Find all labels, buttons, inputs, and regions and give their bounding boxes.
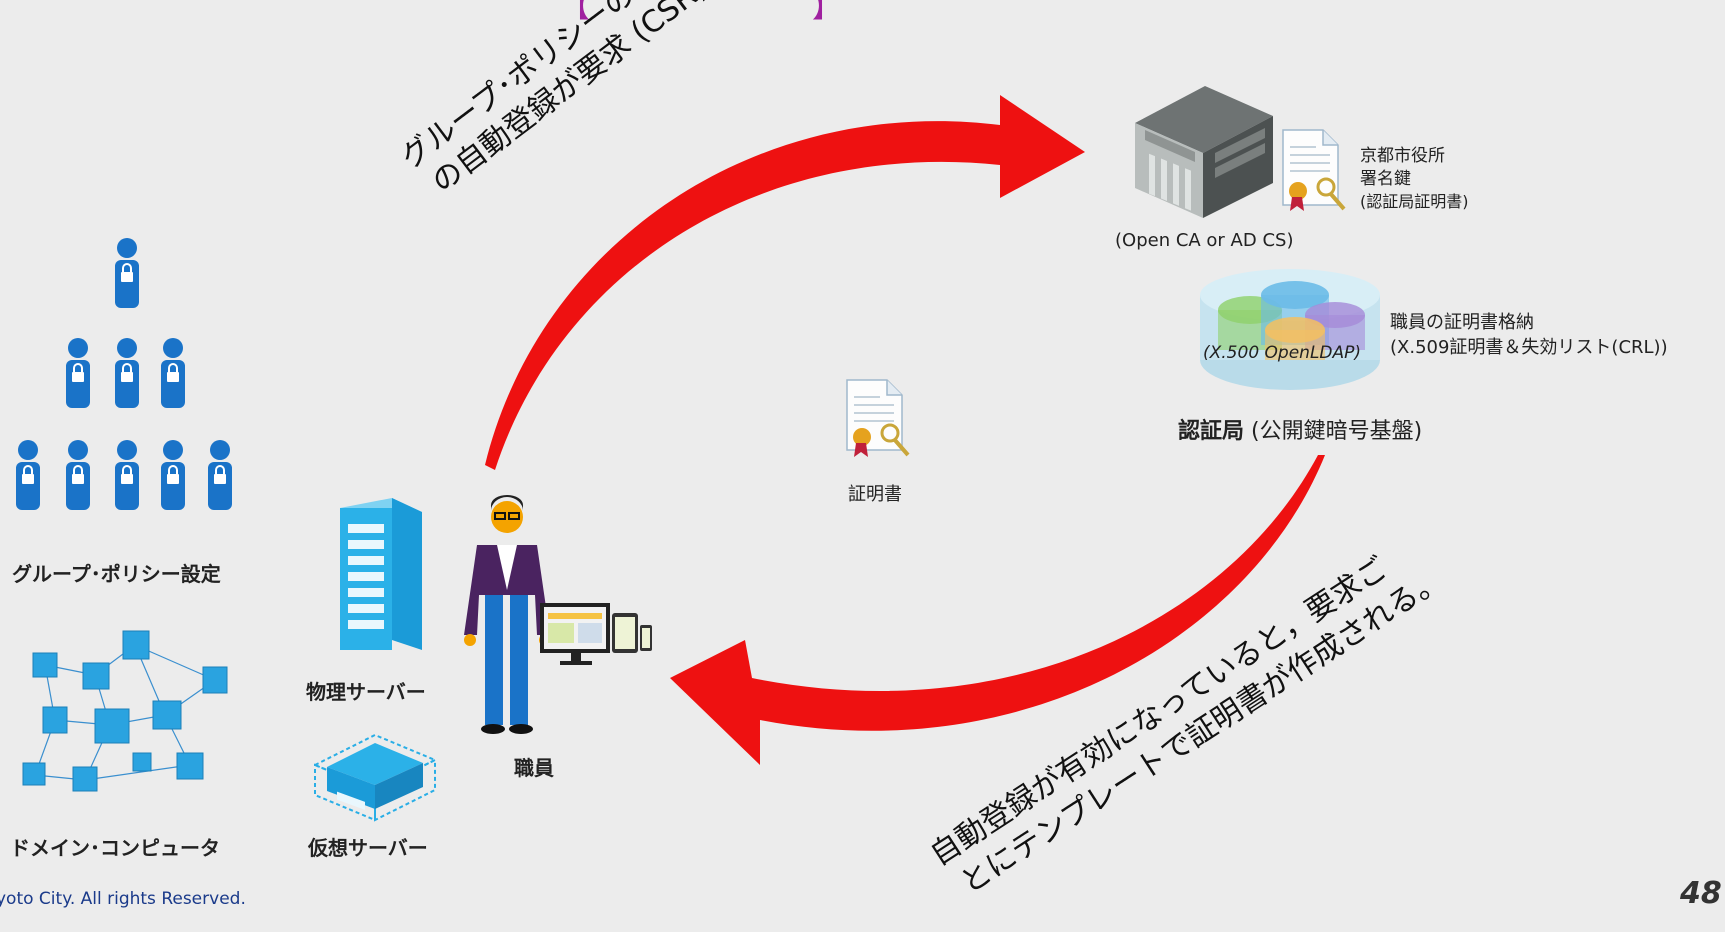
ca-signing-key-icon [1282, 129, 1346, 211]
domain-computer-network-icon [22, 630, 228, 792]
ca-server-building-icon [1135, 86, 1273, 218]
page-number: 48 [1680, 876, 1722, 911]
group-policy-people-icon [15, 237, 233, 511]
ca-key-line2: 署名鍵 [1360, 169, 1411, 189]
ca-key-line1: 京都市役所 [1360, 146, 1445, 166]
top-bracket: 【 】 [560, 0, 848, 25]
ca-server-caption: (Open CA or AD CS) [1115, 230, 1294, 251]
virtual-server-icon [312, 733, 438, 822]
domain-computer-label: ドメイン･コンピュータ [10, 836, 220, 860]
flow-arrows [485, 95, 1325, 765]
physical-server-label: 物理サーバー [306, 680, 426, 704]
certificate-label: 証明書 [848, 484, 902, 505]
ldap-database-inner-label: (X.500 OpenLDAP) [1203, 343, 1362, 363]
ldap-database-icon [1200, 269, 1380, 390]
ca-title: 認証局 (公開鍵暗号基盤) [1178, 413, 1422, 445]
ca-key-line3: (認証局証明書) [1360, 192, 1469, 211]
certificate-icon [846, 379, 910, 457]
ca-store-line2: (X.509証明書＆失効リスト(CRL)) [1390, 337, 1668, 358]
ca-title-bold: 認証局 [1178, 419, 1245, 444]
lower-arrow [670, 455, 1325, 765]
group-policy-label: グループ･ポリシー設定 [12, 562, 221, 586]
staff-person-icon [464, 495, 652, 734]
staff-label: 職員 [514, 756, 554, 780]
ca-title-rest: (公開鍵暗号基盤) [1244, 419, 1423, 444]
physical-server-icon [340, 498, 422, 650]
ca-store-line1: 職員の証明書格納 [1390, 312, 1534, 333]
copyright-text: yoto City. All rights Reserved. [0, 889, 246, 909]
upper-arrow [485, 95, 1085, 470]
virtual-server-label: 仮想サーバー [308, 836, 428, 860]
